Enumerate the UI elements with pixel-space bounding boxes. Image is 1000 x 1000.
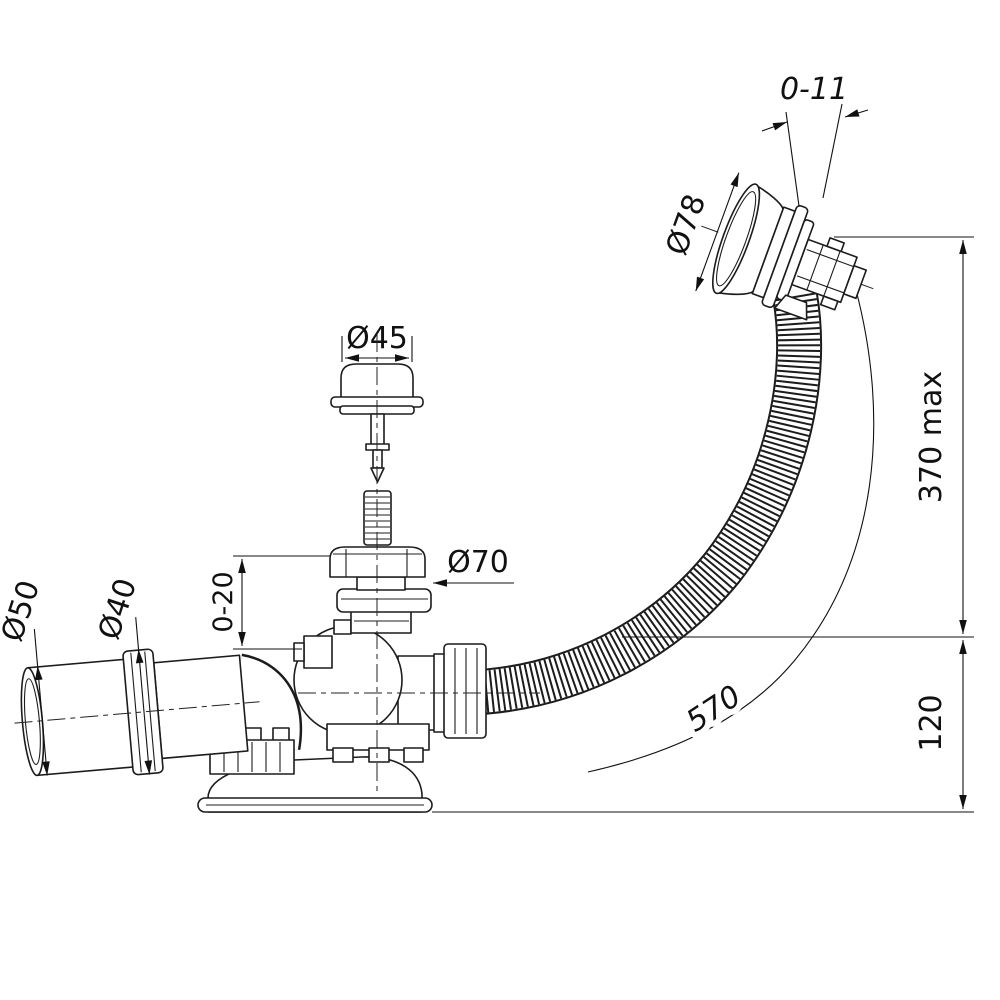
- dim-hose-length: 570: [680, 679, 747, 740]
- hose-union-nut: [443, 643, 487, 739]
- dim-overflow-travel: 0-11: [780, 72, 848, 107]
- trap-lock-nut: [326, 723, 430, 751]
- dim-trap-depth: 120: [914, 694, 949, 751]
- outlet-pipe: [14, 617, 260, 777]
- drain-inlet: [350, 610, 412, 634]
- dim-line-tail-diameter: [135, 649, 153, 775]
- dim-line-outlet-diameter: [35, 665, 50, 776]
- dim-line-cap-diameter: [695, 172, 740, 292]
- overflow-knob: Ø78: [659, 172, 878, 321]
- drain-seat-disc: [336, 588, 432, 613]
- dim-height-max: 370 max: [914, 371, 949, 503]
- dimensions: Ø45 Ø70 0-20 0-11 370 max 120 570: [208, 72, 974, 813]
- label-outlet-diameter: Ø50: [0, 576, 47, 646]
- centerlines: [298, 334, 540, 796]
- label-flange-diameter: Ø70: [447, 545, 509, 580]
- label-tail-diameter: Ø40: [92, 574, 144, 644]
- dim-flange-travel: 0-20: [208, 571, 239, 632]
- flexible-overflow-hose: [461, 292, 823, 716]
- hose-length-leader-curve: [587, 289, 875, 773]
- label-knob-diameter: Ø78: [659, 190, 713, 260]
